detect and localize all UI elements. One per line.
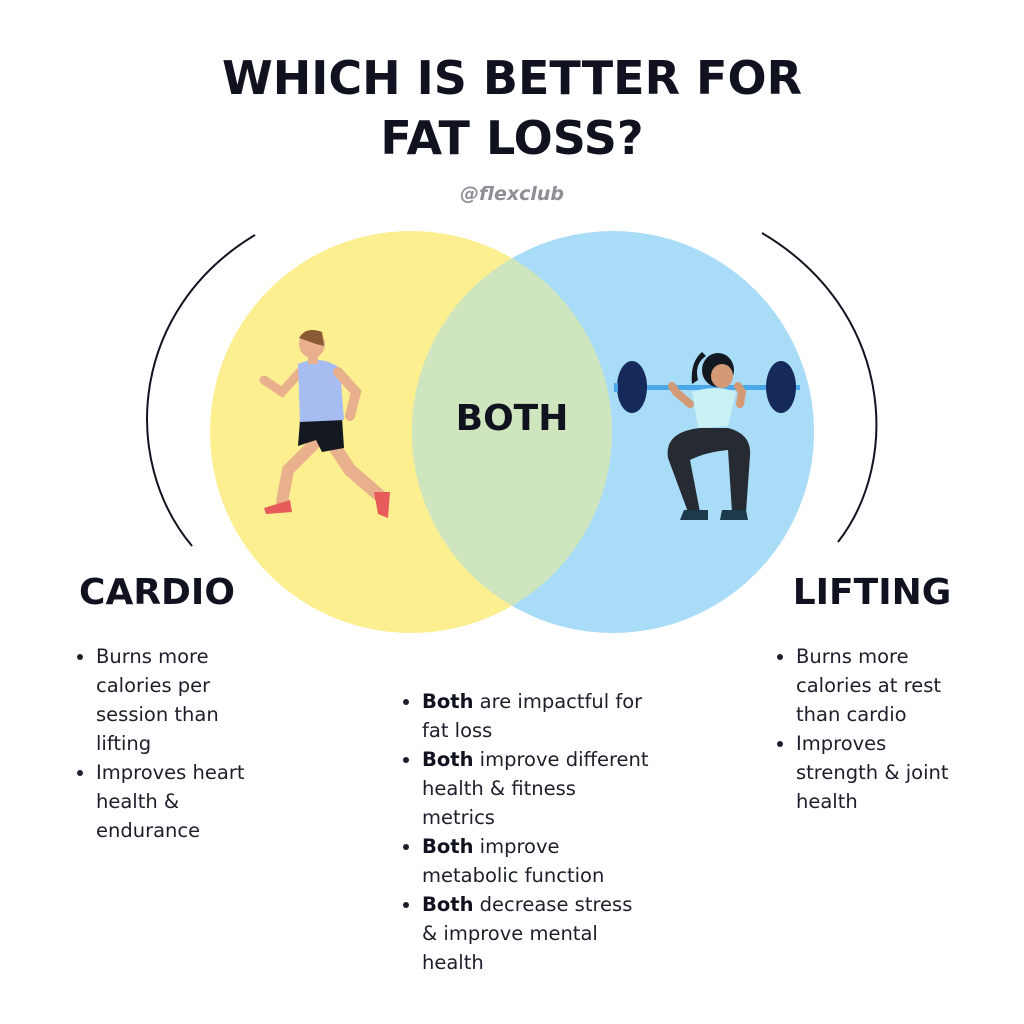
lifting-points-list: Burns more calories at rest than cardio … [774, 642, 974, 816]
cardio-points-list: Burns more calories per session than lif… [74, 642, 274, 845]
list-item-text: are impactful for fat loss [422, 690, 643, 742]
list-item-text: improve metabolic function [422, 835, 605, 887]
left-bracket [146, 234, 256, 547]
list-item: Burns more calories at rest than cardio [774, 642, 974, 729]
runner-illustration [259, 330, 390, 518]
page-title: WHICH IS BETTER FOR FAT LOSS? [0, 48, 1024, 168]
list-item: Improves heart health & endurance [74, 758, 274, 845]
both-label: BOTH [455, 398, 569, 439]
list-item: Burns more calories per session than lif… [74, 642, 274, 758]
title-line-1: WHICH IS BETTER FOR [222, 51, 802, 105]
list-item: Both are impactful for fat loss [400, 687, 650, 745]
brand-handle: @flexclub [460, 183, 564, 205]
title-line-2: FAT LOSS? [380, 111, 644, 165]
list-item-text: decrease stress & improve mental health [422, 893, 633, 974]
both-keyword: Both [422, 893, 474, 916]
both-points-list: Both are impactful for fat loss Both imp… [400, 687, 650, 977]
overlap-region [412, 231, 612, 633]
list-item: Both improve different health & fitness … [400, 745, 650, 832]
list-item: Both decrease stress & improve mental he… [400, 890, 650, 977]
right-bracket [761, 232, 878, 543]
both-keyword: Both [422, 748, 474, 771]
lifting-label: LIFTING [792, 572, 952, 613]
list-item-text: improve different health & fitness metri… [422, 748, 649, 829]
list-item: Both improve metabolic function [400, 832, 650, 890]
squatting-woman-barbell-illustration [614, 352, 800, 520]
cardio-label: CARDIO [79, 572, 235, 613]
both-keyword: Both [422, 835, 474, 858]
both-keyword: Both [422, 690, 474, 713]
list-item: Improves strength & joint health [774, 729, 974, 816]
